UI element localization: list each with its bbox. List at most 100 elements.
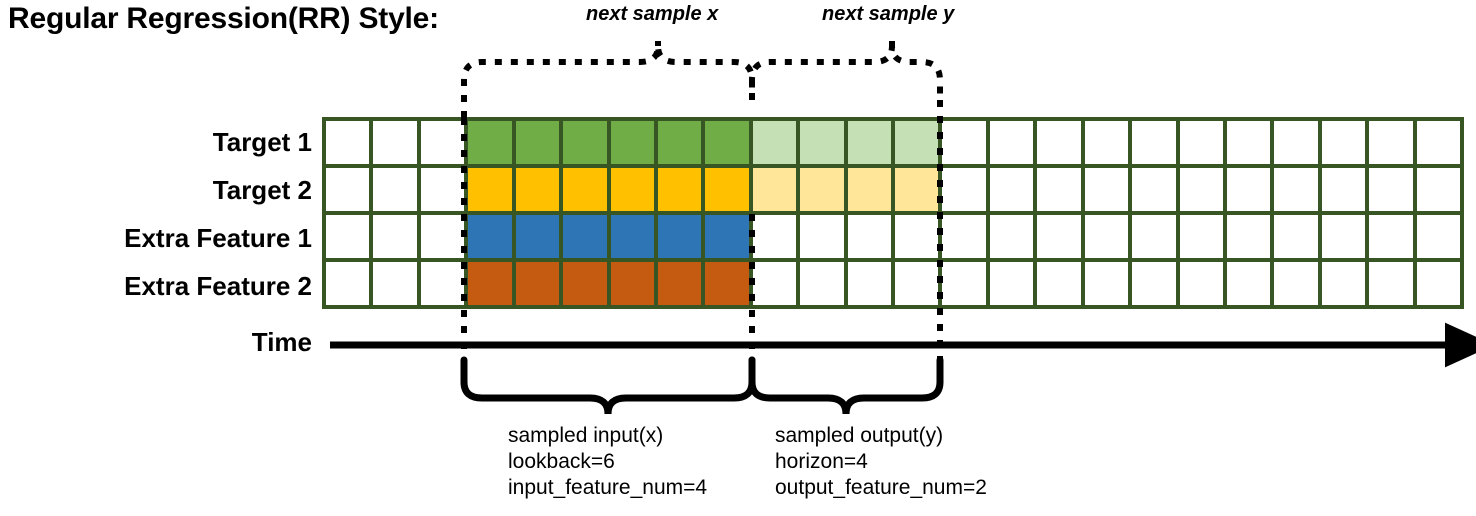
grid-cell-r3-c15 (989, 215, 1034, 258)
grid-cell-r3-c11 (800, 215, 844, 258)
grid-cell-r3-c16 (1037, 215, 1081, 258)
grid-cell-r2-c16 (1037, 168, 1081, 211)
grid-cell-r1-c15 (989, 121, 1034, 164)
grid-cell-r4-c13 (895, 262, 939, 305)
grid-cell-r4-c17 (1084, 262, 1129, 305)
grid-cell-r4-c11 (800, 262, 844, 305)
grid-cell-r2-c22 (1321, 168, 1366, 211)
timeseries-grid (322, 117, 1464, 309)
grid-cell-r2-c4 (468, 168, 512, 211)
grid-cell-r1-c22 (1321, 121, 1366, 164)
grid-cell-r3-c5 (515, 215, 560, 258)
grid-cell-r1-c23 (1369, 121, 1413, 164)
grid-cell-r2-c6 (563, 168, 607, 211)
grid-cell-r1-c4 (468, 121, 512, 164)
grid-cell-r1-c18 (1132, 121, 1176, 164)
sampled-input-line-2: lookback=6 (508, 450, 615, 473)
grid-cell-r4-c20 (1226, 262, 1271, 305)
grid-cell-r3-c21 (1274, 215, 1318, 258)
row-label-target-2: Target 2 (212, 175, 312, 205)
brace-sampled-input (460, 356, 756, 415)
grid-cell-r2-c15 (989, 168, 1034, 211)
grid-cell-r2-c9 (705, 168, 749, 211)
grid-cell-r3-c19 (1179, 215, 1223, 258)
grid-cell-r4-c23 (1369, 262, 1413, 305)
grid-cell-r1-c2 (373, 121, 417, 164)
grid-cell-r1-c8 (657, 121, 702, 164)
grid-cell-r3-c2 (373, 215, 417, 258)
grid-cell-r3-c13 (895, 215, 939, 258)
grid-cell-r3-c4 (468, 215, 512, 258)
grid-cell-r3-c17 (1084, 215, 1129, 258)
sampled-output-line-2: horizon=4 (775, 450, 868, 473)
grid-cell-r3-c8 (657, 215, 702, 258)
grid-cell-r3-c10 (752, 215, 797, 258)
grid-cell-r1-c14 (942, 121, 986, 164)
grid-cell-r3-c9 (705, 215, 749, 258)
grid-cell-r3-c24 (1416, 215, 1460, 258)
brace-next-sample-y (749, 45, 943, 100)
grid-cell-r4-c6 (563, 262, 607, 305)
grid-cell-r4-c21 (1274, 262, 1318, 305)
grid-cell-r4-c12 (847, 262, 891, 305)
grid-cell-r2-c2 (373, 168, 417, 211)
grid-cell-r3-c14 (942, 215, 986, 258)
grid-cell-r4-c22 (1321, 262, 1366, 305)
annotation-next-sample-x: next sample x (586, 3, 719, 25)
page-title: Regular Regression(RR) Style: (8, 2, 439, 35)
time-axis-label: Time (251, 327, 312, 357)
grid-cell-r4-c7 (610, 262, 654, 305)
grid-cell-r4-c8 (657, 262, 702, 305)
brace-next-sample-x (461, 45, 755, 118)
row-label-extra-feature-2: Extra Feature 2 (124, 271, 312, 301)
grid-cell-r3-c1 (326, 215, 370, 258)
grid-cell-r2-c17 (1084, 168, 1129, 211)
annotation-sampled-input: sampled input(x) lookback=6 input_featur… (508, 423, 707, 501)
grid-cell-r1-c21 (1274, 121, 1318, 164)
grid-cell-r4-c19 (1179, 262, 1223, 305)
grid-cell-r1-c19 (1179, 121, 1223, 164)
grid-cell-r2-c8 (657, 168, 702, 211)
grid-cell-r1-c6 (563, 121, 607, 164)
grid-cell-r4-c4 (468, 262, 512, 305)
grid-cell-r4-c5 (515, 262, 560, 305)
grid-cell-r3-c23 (1369, 215, 1413, 258)
grid-cell-r1-c11 (800, 121, 844, 164)
grid-cell-r3-c18 (1132, 215, 1176, 258)
grid-cell-r1-c16 (1037, 121, 1081, 164)
grid-cell-r2-c24 (1416, 168, 1460, 211)
grid-cell-r3-c22 (1321, 215, 1366, 258)
row-label-target-1: Target 1 (212, 127, 312, 157)
grid-cell-r2-c12 (847, 168, 891, 211)
grid-cell-r2-c13 (895, 168, 939, 211)
grid-cell-r4-c24 (1416, 262, 1460, 305)
sampled-output-line-3: output_feature_num=2 (775, 476, 987, 499)
grid-cell-r1-c12 (847, 121, 891, 164)
annotation-next-sample-y: next sample y (822, 3, 955, 25)
grid-cell-r2-c11 (800, 168, 844, 211)
grid-cell-r4-c18 (1132, 262, 1176, 305)
grid-cell-r4-c15 (989, 262, 1034, 305)
annotation-sampled-output: sampled output(y) horizon=4 output_featu… (775, 423, 987, 501)
grid-cell-r2-c23 (1369, 168, 1413, 211)
grid-cell-r3-c12 (847, 215, 891, 258)
grid-cell-r4-c1 (326, 262, 370, 305)
grid-cell-r2-c3 (420, 168, 465, 211)
grid-cell-r2-c21 (1274, 168, 1318, 211)
grid-cell-r2-c10 (752, 168, 797, 211)
grid-cell-r2-c20 (1226, 168, 1271, 211)
grid-cell-r3-c3 (420, 215, 465, 258)
grid-cell-r1-c3 (420, 121, 465, 164)
grid-cell-r4-c16 (1037, 262, 1081, 305)
grid-cell-r1-c9 (705, 121, 749, 164)
grid-cell-r4-c3 (420, 262, 465, 305)
grid-cell-r4-c10 (752, 262, 797, 305)
grid-cell-r2-c18 (1132, 168, 1176, 211)
grid-cell-r1-c7 (610, 121, 654, 164)
grid-cell-r1-c24 (1416, 121, 1460, 164)
row-label-extra-feature-1: Extra Feature 1 (124, 223, 312, 253)
grid-cell-r2-c19 (1179, 168, 1223, 211)
grid-cell-r3-c7 (610, 215, 654, 258)
grid-cell-r3-c6 (563, 215, 607, 258)
